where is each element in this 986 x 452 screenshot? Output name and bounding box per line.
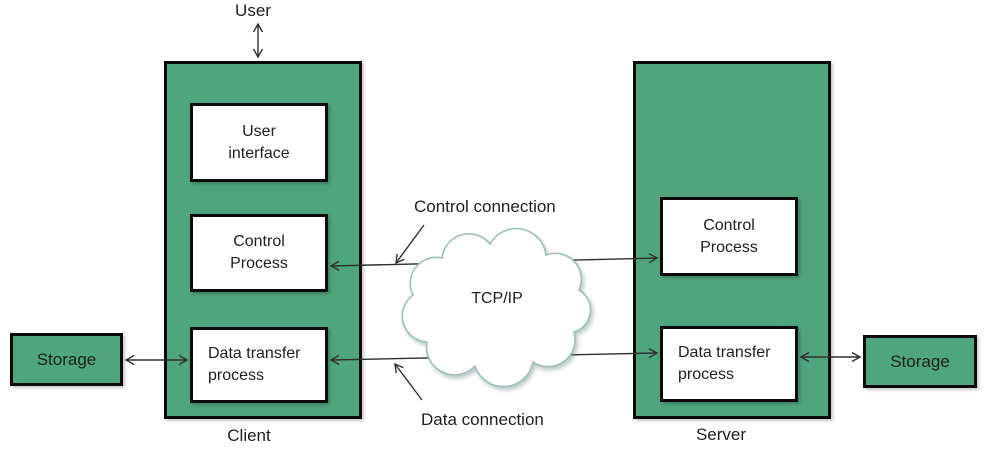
server-control-process-box: Control Process bbox=[660, 197, 798, 276]
server-data-line1: Data transfer bbox=[678, 344, 771, 361]
control-connection-pointer-arrow bbox=[395, 224, 425, 265]
client-data-line1: Data transfer bbox=[208, 345, 301, 362]
tcp-ip-label: TCP/IP bbox=[471, 290, 523, 307]
client-data-transfer-box: Data transfer process bbox=[190, 327, 328, 403]
client-control-line2: Process bbox=[230, 255, 288, 272]
client-data-line2: process bbox=[208, 367, 265, 384]
data-connection-pointer-arrow bbox=[394, 362, 423, 401]
control-connection-label: Control connection bbox=[414, 197, 556, 216]
user-interface-line2: interface bbox=[228, 144, 290, 162]
control-connection-line bbox=[329, 253, 659, 271]
client-control-line1: Control bbox=[233, 233, 285, 250]
server-data-transfer-box: Data transfer process bbox=[660, 326, 798, 402]
user-interface-box: User interface bbox=[190, 103, 328, 182]
server-control-line1: Control bbox=[703, 216, 755, 234]
user-label: User bbox=[235, 1, 271, 20]
data-connection-label: Data connection bbox=[421, 410, 544, 429]
client-control-process-box: Control Process bbox=[190, 214, 328, 292]
server-label: Server bbox=[695, 425, 747, 444]
storage-left-box: Storage bbox=[10, 333, 123, 386]
user-interface-line1: User bbox=[242, 122, 276, 140]
data-connection-line bbox=[329, 348, 659, 365]
storage-right-box: Storage bbox=[863, 335, 977, 388]
storage-left-label: Storage bbox=[36, 349, 97, 369]
storage-right-label: Storage bbox=[890, 351, 950, 371]
server-data-line2: process bbox=[678, 366, 735, 383]
server-control-line2: Process bbox=[700, 238, 758, 256]
client-label: Client bbox=[227, 426, 271, 445]
